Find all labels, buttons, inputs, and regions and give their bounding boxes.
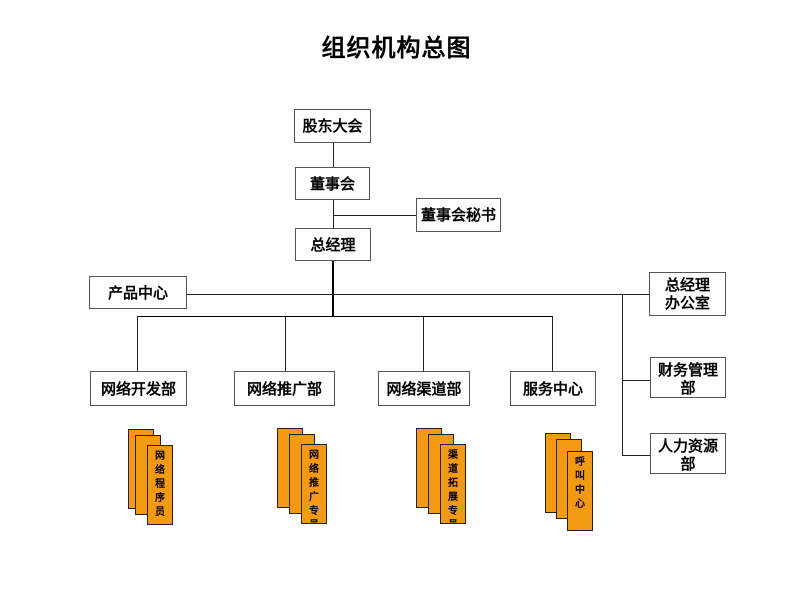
connector-net-channel [423,316,424,371]
node-secretary: 董事会秘书 [416,198,501,232]
connector-board-gm [333,200,334,228]
node-product-center: 产品中心 [89,276,187,309]
connector-main-horizontal [187,294,649,295]
node-net-dev: 网络开发部 [90,371,187,406]
node-board: 董事会 [295,167,370,200]
connector-right-vertical [622,294,623,455]
node-shareholders: 股东大会 [294,109,371,143]
card-net-promo-specialist: 网络推广专员 [301,444,327,524]
node-gm-office: 总经理 办公室 [649,272,726,316]
card-label: 网络推广专员 [309,450,319,523]
connector-secretary [333,215,416,216]
connector-shareholders-board [333,143,334,167]
connector-finance [622,380,650,381]
connector-gm-trunk [332,261,334,317]
node-hr: 人力资源部 [650,433,726,474]
connector-service [552,316,553,371]
card-label: 渠道拓展专员 [448,450,458,523]
connector-dept-horizontal [137,316,553,317]
connector-net-promo [285,316,286,371]
card-net-programmer: 网络程序员 [147,445,173,525]
connector-net-dev [137,316,138,371]
node-service: 服务中心 [510,371,596,406]
page-title: 组织机构总图 [321,34,472,62]
card-label: 网络程序员 [155,451,165,518]
node-net-promo: 网络推广部 [234,371,335,406]
card-call-center: 呼叫中心 [567,451,593,531]
node-net-channel: 网络渠道部 [378,371,470,406]
connector-hr [622,455,650,456]
node-gm: 总经理 [295,228,371,261]
node-finance: 财务管理部 [650,357,726,398]
card-channel-specialist: 渠道拓展专员 [440,444,466,524]
card-label: 呼叫中心 [575,457,585,510]
